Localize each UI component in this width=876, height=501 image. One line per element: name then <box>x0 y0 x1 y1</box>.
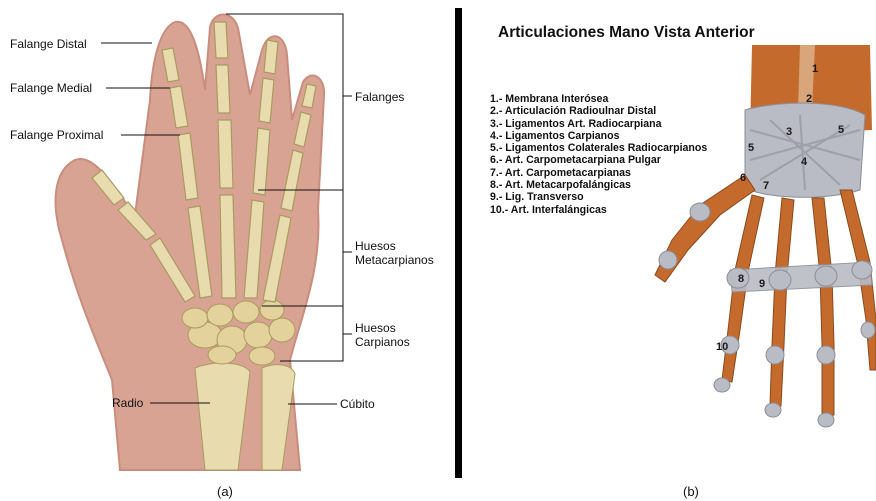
caption-b: (b) <box>683 484 699 499</box>
marker-5-left: 5 <box>748 142 754 154</box>
marker-1: 1 <box>812 63 818 75</box>
marker-2: 2 <box>806 93 812 105</box>
marker-8: 8 <box>738 273 744 285</box>
legend-item: 9.- Lig. Transverso <box>490 191 707 203</box>
marker-7: 7 <box>763 180 769 192</box>
legend-item: 2.- Articulación Radioulnar Distal <box>490 105 707 117</box>
joints-legend: 1.- Membrana Interósea 2.- Articulación … <box>490 93 707 216</box>
legend-item: 1.- Membrana Interósea <box>490 93 707 105</box>
marker-6: 6 <box>740 172 746 184</box>
marker-5-right: 5 <box>838 124 844 136</box>
legend-item: 5.- Ligamentos Colaterales Radiocarpiano… <box>490 142 707 154</box>
marker-9: 9 <box>759 278 765 290</box>
panel-b-title: Articulaciones Mano Vista Anterior <box>498 24 755 42</box>
marker-10: 10 <box>716 341 728 353</box>
legend-item: 3.- Ligamentos Art. Radiocarpiana <box>490 118 707 130</box>
legend-item: 7.- Art. Carpometacarpianas <box>490 167 707 179</box>
legend-item: 8.- Art. Metacarpofalángicas <box>490 179 707 191</box>
marker-4: 4 <box>801 156 808 168</box>
legend-item: 6.- Art. Carpometacarpiana Pulgar <box>490 154 707 166</box>
legend-item: 10.- Art. Interfalángicas <box>490 204 707 216</box>
legend-item: 4.- Ligamentos Carpianos <box>490 130 707 142</box>
fingers <box>722 190 876 415</box>
transverse-ligament <box>730 262 872 292</box>
marker-3: 3 <box>786 126 792 138</box>
